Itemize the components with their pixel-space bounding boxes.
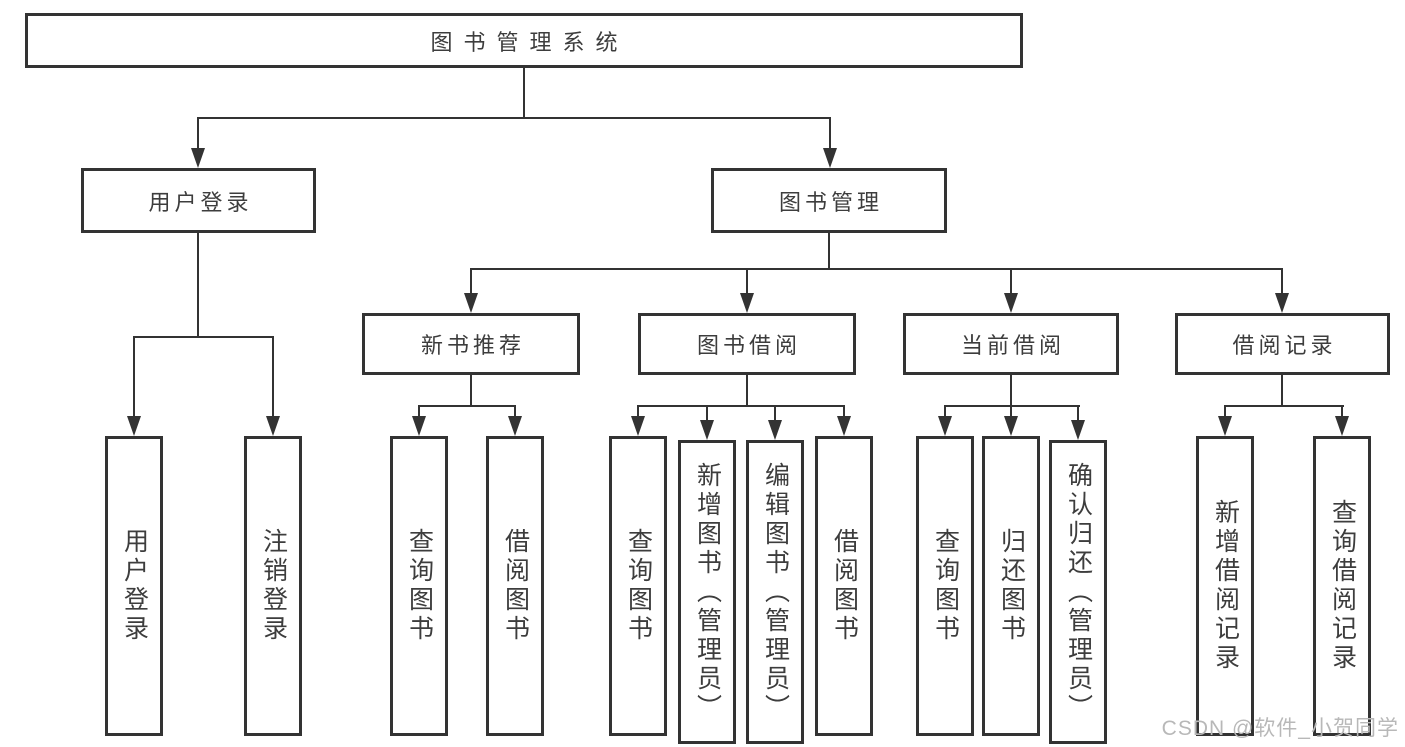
arrow-down-icon — [631, 416, 645, 436]
leaf-user-login: 用户登录 — [105, 436, 163, 736]
node-label: 确认归还（管理员） — [1064, 461, 1093, 723]
connector-root-drop-right — [829, 119, 831, 150]
arrow-down-icon — [938, 416, 952, 436]
node-new-book-recommendation: 新书推荐 — [362, 313, 580, 375]
connector-newbook-stem — [470, 375, 472, 407]
connector-bookmgmt-stem — [828, 233, 830, 270]
arrow-down-icon — [266, 416, 280, 436]
arrow-down-icon — [740, 293, 754, 313]
connector-userlogin-drop-2 — [272, 338, 274, 418]
arrow-down-icon — [1004, 416, 1018, 436]
node-book-management: 图书管理 — [711, 168, 947, 233]
arrow-down-icon — [1275, 293, 1289, 313]
connector-current-drop-1 — [944, 407, 946, 418]
node-label: 编辑图书（管理员） — [761, 461, 790, 723]
node-label: 借阅图书 — [501, 528, 530, 644]
connector-bookmgmt-drop-2 — [746, 270, 748, 295]
arrow-down-icon — [1071, 420, 1085, 440]
arrow-down-icon — [412, 416, 426, 436]
arrow-down-icon — [1004, 293, 1018, 313]
connector-root-bar — [197, 117, 831, 119]
connector-records-stem — [1281, 375, 1283, 407]
leaf-query-books-recommend: 查询图书 — [390, 436, 448, 736]
leaf-borrow-books-recommend: 借阅图书 — [486, 436, 544, 736]
connector-records-drop-1 — [1224, 407, 1226, 418]
connector-newbook-bar — [418, 405, 516, 407]
connector-borrowing-drop-3 — [774, 407, 776, 422]
node-label: 归还图书 — [997, 528, 1026, 644]
leaf-borrow-books-borrowing: 借阅图书 — [815, 436, 873, 736]
connector-current-bar — [944, 405, 1080, 407]
connector-borrowing-drop-1 — [637, 407, 639, 418]
node-label: 新增借阅记录 — [1211, 499, 1240, 673]
connector-borrowing-stem — [746, 375, 748, 407]
connector-borrowing-bar — [637, 405, 845, 407]
leaf-logout: 注销登录 — [244, 436, 302, 736]
arrow-down-icon — [700, 420, 714, 440]
connector-bookmgmt-drop-3 — [1010, 270, 1012, 295]
connector-userlogin-bar — [133, 336, 274, 338]
connector-current-stem — [1010, 375, 1012, 407]
watermark: CSDN @软件_小贺同学 — [1161, 717, 1399, 740]
node-label: 借阅图书 — [830, 528, 859, 644]
node-book-borrowing: 图书借阅 — [638, 313, 856, 375]
node-borrowing-records: 借阅记录 — [1175, 313, 1390, 375]
leaf-edit-book-admin: 编辑图书（管理员） — [746, 440, 804, 744]
leaf-add-borrow-record: 新增借阅记录 — [1196, 436, 1254, 736]
arrow-down-icon — [1218, 416, 1232, 436]
connector-root-drop-left — [197, 119, 199, 150]
connector-userlogin-drop-1 — [133, 338, 135, 418]
connector-borrowing-drop-2 — [706, 407, 708, 422]
arrow-down-icon — [823, 148, 837, 168]
connector-newbook-drop-1 — [418, 407, 420, 418]
node-library-system: 图书管理系统 — [25, 13, 1023, 68]
leaf-add-book-admin: 新增图书（管理员） — [678, 440, 736, 744]
node-label: 新增图书（管理员） — [693, 461, 722, 723]
connector-current-drop-3 — [1077, 407, 1079, 422]
node-current-borrowing: 当前借阅 — [903, 313, 1119, 375]
arrow-down-icon — [464, 293, 478, 313]
node-user-login: 用户登录 — [81, 168, 316, 233]
arrow-down-icon — [191, 148, 205, 168]
connector-borrowing-drop-4 — [843, 407, 845, 418]
node-label: 用户登录 — [120, 528, 149, 644]
connector-bookmgmt-drop-1 — [470, 270, 472, 295]
connector-userlogin-stem — [197, 233, 199, 338]
node-label: 查询借阅记录 — [1328, 499, 1357, 673]
connector-bookmgmt-drop-4 — [1281, 270, 1283, 295]
connector-bookmgmt-bar — [470, 268, 1283, 270]
node-label: 查询图书 — [405, 528, 434, 644]
connector-records-drop-2 — [1341, 407, 1343, 418]
arrow-down-icon — [127, 416, 141, 436]
arrow-down-icon — [837, 416, 851, 436]
node-label: 查询图书 — [931, 528, 960, 644]
connector-root-stem — [523, 66, 525, 119]
leaf-query-borrow-record: 查询借阅记录 — [1313, 436, 1371, 736]
leaf-query-books-current: 查询图书 — [916, 436, 974, 736]
arrow-down-icon — [1335, 416, 1349, 436]
connector-newbook-drop-2 — [514, 407, 516, 418]
connector-records-bar — [1224, 405, 1344, 407]
node-label: 注销登录 — [259, 528, 288, 644]
leaf-confirm-return-admin: 确认归还（管理员） — [1049, 440, 1107, 744]
arrow-down-icon — [508, 416, 522, 436]
node-label: 查询图书 — [624, 528, 653, 644]
arrow-down-icon — [768, 420, 782, 440]
leaf-return-books: 归还图书 — [982, 436, 1040, 736]
leaf-query-books-borrowing: 查询图书 — [609, 436, 667, 736]
connector-current-drop-2 — [1010, 407, 1012, 418]
